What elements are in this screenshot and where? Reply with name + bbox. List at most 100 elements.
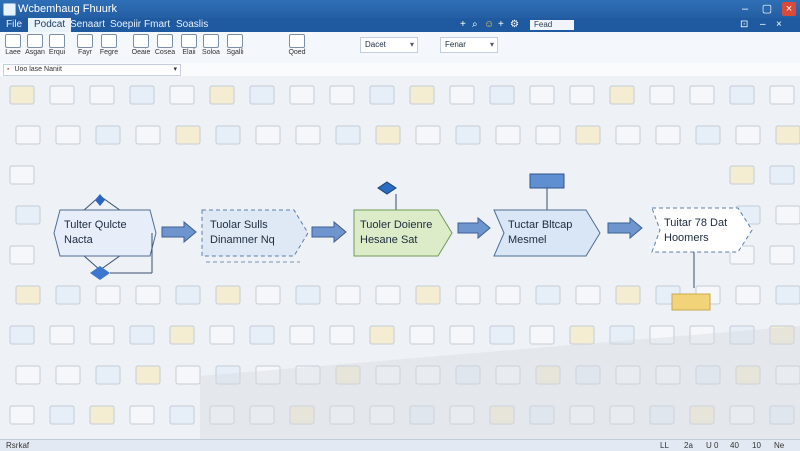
toolbar-button[interactable]: Fayr <box>74 34 96 60</box>
process-node[interactable] <box>493 209 601 257</box>
background-box <box>415 365 441 385</box>
doc-icon <box>203 34 219 48</box>
background-box <box>15 365 41 385</box>
toolbar-button[interactable]: Soloa <box>200 34 222 60</box>
background-box <box>609 85 635 105</box>
background-box <box>9 245 35 265</box>
background-box <box>455 125 481 145</box>
background-box <box>735 365 761 385</box>
background-box <box>9 85 35 105</box>
doc-icon <box>77 34 93 48</box>
background-box <box>9 325 35 345</box>
node-label: Nacta <box>64 234 94 246</box>
background-box <box>375 285 401 305</box>
background-box <box>489 405 515 425</box>
doc-icon <box>133 34 149 48</box>
background-box <box>569 325 595 345</box>
font-dropdown[interactable]: Fenar▾ <box>440 37 498 53</box>
background-box <box>249 405 275 425</box>
toolbar-button[interactable]: Asgan <box>24 34 46 60</box>
diamond-marker <box>95 194 105 206</box>
background-box <box>535 365 561 385</box>
background-box <box>249 325 275 345</box>
background-box <box>449 85 475 105</box>
toolbar-button[interactable]: Fegre <box>98 34 120 60</box>
window-title: Wcbemhaug Fhuurk <box>18 3 118 15</box>
add-icon[interactable]: + <box>498 19 504 30</box>
background-box <box>129 405 155 425</box>
doc-icon <box>27 34 43 48</box>
note-box[interactable] <box>671 293 711 311</box>
maximize-icon[interactable]: ▢ <box>761 3 773 15</box>
background-box <box>55 285 81 305</box>
background-box <box>89 405 115 425</box>
toolbar-button[interactable]: Erqui <box>46 34 68 60</box>
tab-soaslis[interactable]: Soaslis <box>176 19 209 30</box>
background-box <box>335 365 361 385</box>
background-box <box>735 285 761 305</box>
doc-icon <box>157 34 173 48</box>
process-node[interactable] <box>201 209 309 257</box>
minimize-icon[interactable]: – <box>741 3 749 15</box>
tab-senaart[interactable]: Senaart <box>70 19 106 30</box>
toolbar-button[interactable]: Elaii <box>178 34 200 60</box>
diagram-canvas[interactable]: Tulter Qulcte Nacta Tuolar Sulls Dinamne… <box>0 76 800 439</box>
background-box <box>135 365 161 385</box>
background-box <box>775 365 800 385</box>
background-box <box>89 325 115 345</box>
background-box <box>649 85 675 105</box>
toolbar-button[interactable]: Sgalli <box>224 34 246 60</box>
background-box <box>49 405 75 425</box>
toolbar-button[interactable]: Cosea <box>154 34 176 60</box>
chevron-down-icon: ▾ <box>409 40 414 49</box>
background-box <box>609 325 635 345</box>
toolbar-button[interactable]: Laee <box>2 34 24 60</box>
process-node[interactable] <box>353 209 453 257</box>
notification-icon[interactable]: ⊡ <box>740 19 749 30</box>
background-box <box>335 285 361 305</box>
style-dropdown[interactable]: Dacet▾ <box>360 37 418 53</box>
search-icon[interactable]: ⌕ <box>472 19 478 30</box>
background-box <box>535 285 561 305</box>
toolbar-button[interactable]: Oeaie <box>130 34 152 60</box>
background-box <box>329 405 355 425</box>
background-box <box>689 405 715 425</box>
node-label: Tuctar Bltcap <box>508 219 572 231</box>
background-box <box>9 165 35 185</box>
search-box[interactable]: Fead <box>530 20 574 30</box>
node-label: Mesmel <box>508 234 547 246</box>
background-box <box>175 125 201 145</box>
settings-icon[interactable]: ⚙ <box>510 19 519 30</box>
address-input[interactable]: ▪ Uoo lase Naniit ▾ <box>3 64 181 76</box>
background-box <box>449 325 475 345</box>
diamond-marker <box>90 266 110 280</box>
background-box <box>575 285 601 305</box>
background-box <box>575 365 601 385</box>
process-node[interactable] <box>651 207 753 253</box>
background-box <box>689 325 715 345</box>
tab-podcat[interactable]: Podcat <box>28 18 72 32</box>
process-node[interactable] <box>53 209 157 257</box>
background-box <box>135 125 161 145</box>
background-box <box>615 285 641 305</box>
background-box <box>289 405 315 425</box>
smiley-icon[interactable]: ☺ <box>484 19 495 30</box>
background-box <box>15 205 41 225</box>
minimize-icon[interactable]: – <box>760 19 766 30</box>
background-box <box>569 85 595 105</box>
background-box <box>135 285 161 305</box>
close-icon[interactable]: × <box>776 19 782 30</box>
background-box <box>615 125 641 145</box>
background-box <box>129 85 155 105</box>
toolbar-button[interactable]: Qoed <box>286 34 308 60</box>
add-icon[interactable]: + <box>460 19 466 30</box>
tab-soepiir[interactable]: Soepiir <box>110 19 142 30</box>
close-icon[interactable]: × <box>782 2 796 16</box>
ribbon-tabs: File Podcat Senaart Soepiir Fmart Soasli… <box>0 18 800 32</box>
background-box <box>249 85 275 105</box>
background-box <box>255 285 281 305</box>
tab-file[interactable]: File <box>6 19 23 30</box>
background-box <box>775 285 800 305</box>
tab-fmart[interactable]: Fmart <box>144 19 171 30</box>
background-box <box>129 325 155 345</box>
